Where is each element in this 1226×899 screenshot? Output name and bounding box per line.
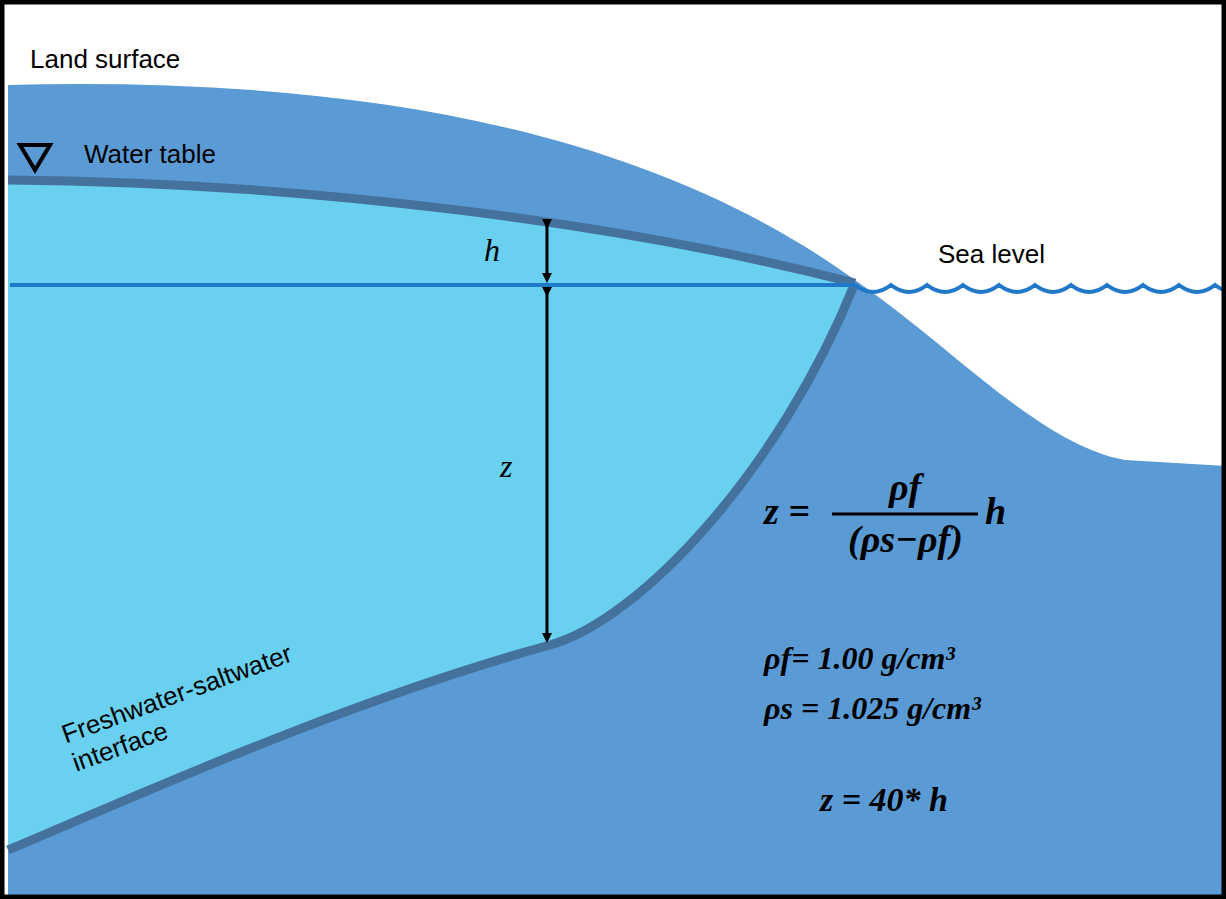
z-dimension-arrow: [546, 292, 549, 638]
formula-text: (ρs−ρf): [848, 518, 963, 562]
dimension-label: h: [484, 232, 500, 269]
fraction-bar: [832, 513, 978, 516]
sea-level-line: [10, 283, 855, 287]
dimension-label: z: [500, 448, 512, 485]
formula-text: ρf: [889, 466, 921, 510]
surface-label: Land surface: [30, 45, 180, 75]
freshwater-lens: [8, 180, 855, 850]
formula-text: z =: [764, 490, 810, 534]
water-table-symbol: [20, 145, 50, 170]
result-formula: z = 40* h: [820, 780, 948, 819]
land-mass: [8, 84, 1226, 899]
h-dimension-arrow: [546, 224, 549, 278]
density-value: ρf= 1.00 g/cm³: [764, 640, 955, 677]
water-table-line: [8, 180, 855, 283]
water-table-label: Water table: [84, 140, 216, 170]
sea-level-label: Sea level: [938, 240, 1045, 270]
interface-line: [8, 283, 855, 850]
density-value: ρs = 1.025 g/cm³: [764, 690, 981, 727]
formula-text: h: [985, 490, 1006, 534]
sea-waves: [855, 285, 1226, 292]
